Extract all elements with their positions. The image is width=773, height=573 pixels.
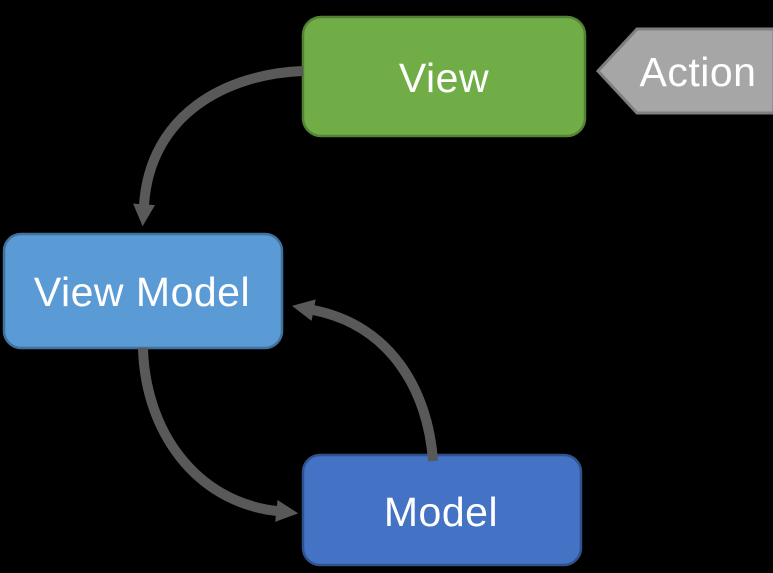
view-model-label: View Model (34, 269, 250, 315)
view-label: View (399, 55, 489, 101)
edge-view-to-viewmodel (133, 66, 304, 227)
model-label: Model (384, 489, 498, 535)
node-model: Model (301, 453, 583, 567)
action-pentagon (595, 27, 773, 115)
edge-viewmodel-to-model (138, 347, 299, 522)
view-box (301, 15, 587, 138)
action-label: Action (640, 49, 757, 95)
node-view-model: View Model (2, 232, 284, 350)
model-box (301, 453, 583, 567)
edge-model-to-viewmodel (292, 299, 438, 462)
node-action: Action (595, 27, 773, 115)
node-view: View (301, 15, 587, 138)
